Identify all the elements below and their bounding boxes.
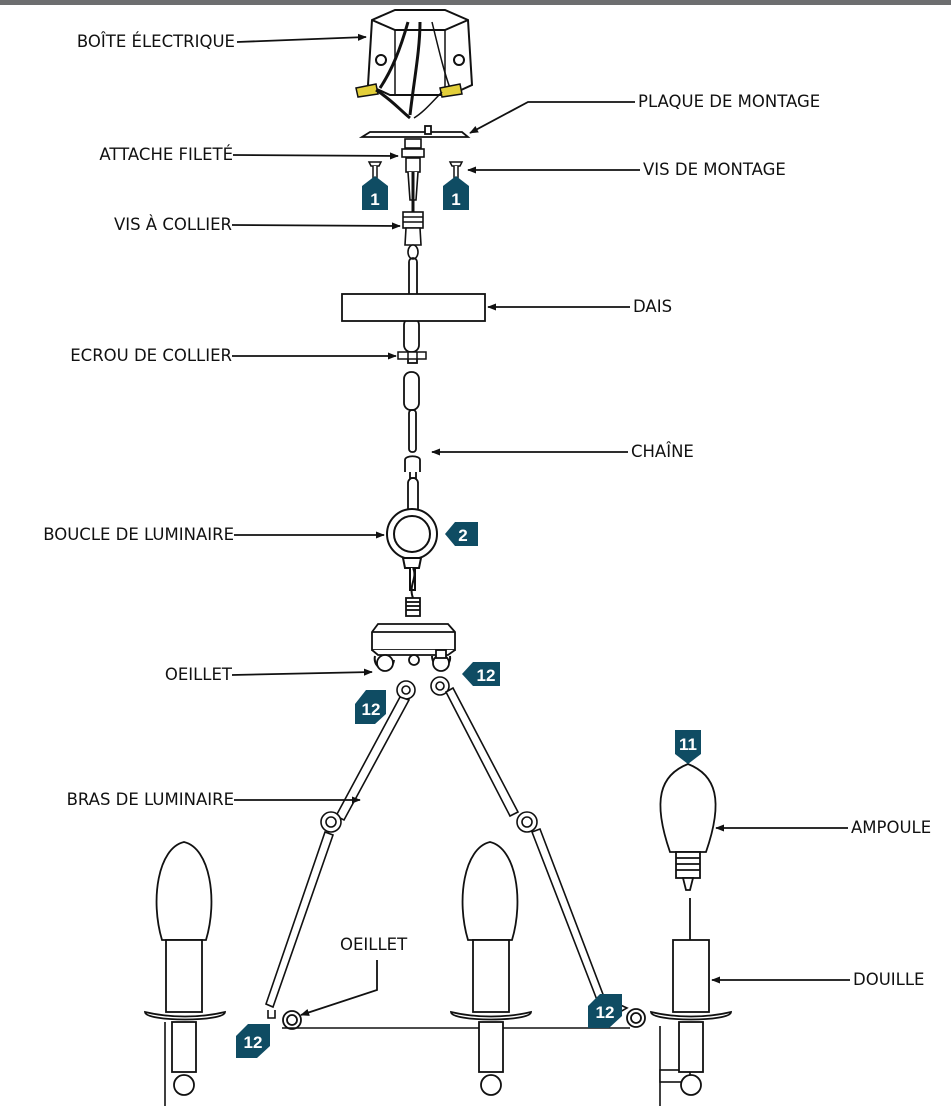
- candle-socket-center: [450, 841, 532, 1096]
- badge-screw-left: 1: [362, 176, 388, 210]
- badge-text: 2: [458, 526, 467, 545]
- mounting-plate: [358, 125, 471, 138]
- badge-screw-right: 1: [443, 176, 469, 210]
- threaded-nipple: [401, 138, 425, 212]
- candle-socket-right: [650, 898, 732, 1096]
- label-boucle-de-luminaire: BOUCLE DE LUMINAIRE: [43, 525, 234, 544]
- canopy: [341, 293, 486, 322]
- label-attache-filete: ATTACHE FILETÉ: [99, 145, 233, 164]
- collar-screw: [402, 211, 424, 260]
- badge-arm-bottom-left: 12: [236, 1024, 270, 1058]
- top-bar: [0, 0, 951, 5]
- candle-socket-left: [144, 841, 226, 1096]
- collar-nut: [397, 351, 427, 360]
- leader-lines: [231, 33, 850, 1016]
- label-plaque-de-montage: PLAQUE DE MONTAGE: [638, 92, 821, 111]
- badge-text: 12: [244, 1033, 263, 1052]
- badge-text: 12: [596, 1003, 615, 1022]
- badge-bulb: 11: [675, 730, 701, 764]
- label-bras-de-luminaire: BRAS DE LUMINAIRE: [66, 790, 234, 809]
- label-boite-electrique: BOÎTE ÉLECTRIQUE: [76, 32, 235, 51]
- label-oeillet-top: OEILLET: [164, 665, 232, 684]
- fixture-arms: [265, 676, 629, 1019]
- badge-text: 12: [362, 700, 381, 719]
- label-chaine: CHAÎNE: [631, 442, 694, 461]
- electrical-box: [366, 9, 474, 116]
- badge-text: 11: [679, 735, 697, 754]
- badge-eyelet-right: 12: [462, 662, 500, 686]
- label-oeillet-bottom: OEILLET: [340, 935, 408, 954]
- central-hub: [371, 597, 456, 672]
- label-vis-a-collier: VIS À COLLIER: [113, 215, 232, 234]
- label-vis-de-montage: VIS DE MONTAGE: [643, 160, 786, 179]
- badge-text: 1: [451, 190, 460, 209]
- label-douille: DOUILLE: [853, 970, 925, 989]
- badge-eyelet-left: 12: [355, 690, 386, 724]
- badge-arm-bottom-right: 12: [588, 994, 622, 1028]
- badge-text: 1: [370, 190, 379, 209]
- label-ecrou-de-collier: ECROU DE COLLIER: [70, 346, 232, 365]
- wire-nuts: [355, 83, 463, 120]
- bottom-eyelets: [282, 1008, 646, 1030]
- label-ampoule: AMPOULE: [851, 818, 932, 837]
- fixture-loop: [386, 508, 438, 599]
- label-dais: DAIS: [633, 297, 673, 316]
- badge-loop: 2: [445, 522, 478, 546]
- light-bulb: [659, 763, 717, 891]
- badge-text: 12: [477, 666, 496, 685]
- frame-bottom: [164, 1022, 691, 1106]
